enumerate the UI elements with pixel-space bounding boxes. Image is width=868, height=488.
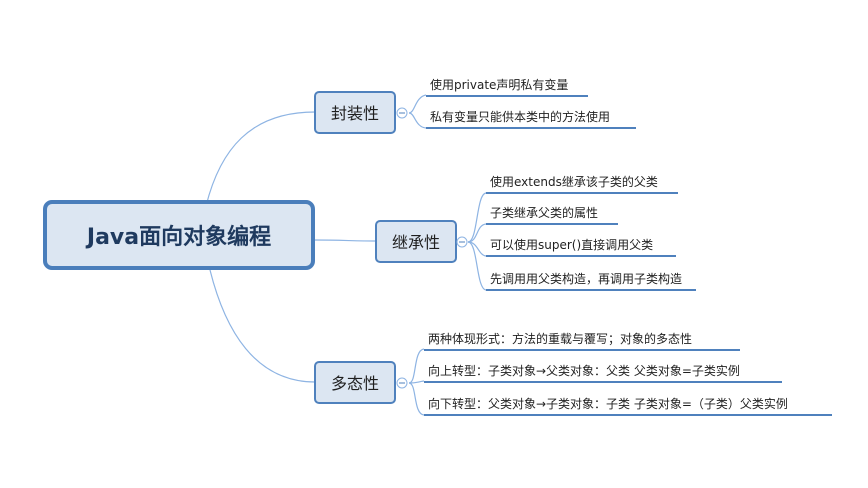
leaf-text: 使用private声明私有变量 — [430, 77, 568, 92]
root-connectors — [205, 111, 377, 383]
connector-poly-leaf-3 — [408, 382, 425, 416]
collapse-toggle-inheritance[interactable] — [456, 236, 468, 248]
leaf-encap-2[interactable]: 私有变量只能供本类中的方法使用 — [426, 109, 636, 129]
leaf-text: 私有变量只能供本类中的方法使用 — [430, 109, 610, 124]
collapse-toggle-encapsulation[interactable] — [396, 107, 408, 119]
leaf-inherit-1[interactable]: 使用extends继承该子类的父类 — [486, 174, 678, 194]
leaf-text: 向上转型：子类对象→父类对象：父类 父类对象=子类实例 — [428, 363, 740, 378]
leaf-inherit-2[interactable]: 子类继承父类的属性 — [486, 205, 618, 225]
branch-node-encapsulation[interactable]: 封装性 — [314, 91, 396, 134]
connector-poly-leaf-1 — [408, 348, 425, 384]
connector-inherit-leaf-2 — [467, 223, 487, 243]
leaf-inherit-3[interactable]: 可以使用super()直接调用父类 — [486, 237, 676, 257]
branch-label-polymorphism: 多态性 — [331, 374, 379, 393]
connector-root-encapsulation — [205, 111, 316, 207]
branch-node-inheritance[interactable]: 继承性 — [375, 220, 457, 263]
connector-inherit-leaf-4 — [467, 241, 487, 291]
leaf-inherit-4[interactable]: 先调用用父类构造，再调用子类构造 — [486, 271, 696, 291]
connector-encap-leaf-1 — [408, 94, 427, 114]
branch-node-polymorphism[interactable]: 多态性 — [314, 361, 396, 404]
leaf-text: 两种体现形式：方法的重载与覆写；对象的多态性 — [428, 331, 692, 346]
leaf-poly-2[interactable]: 向上转型：子类对象→父类对象：父类 父类对象=子类实例 — [424, 363, 782, 383]
branch-label-encapsulation: 封装性 — [331, 104, 379, 123]
leaf-text: 先调用用父类构造，再调用子类构造 — [490, 271, 682, 286]
leaf-poly-1[interactable]: 两种体现形式：方法的重载与覆写；对象的多态性 — [424, 331, 740, 351]
leaf-connectors — [408, 94, 487, 416]
leaf-encap-1[interactable]: 使用private声明私有变量 — [426, 77, 588, 97]
connector-encap-leaf-2 — [408, 112, 427, 129]
root-node-label: Java面向对象编程 — [85, 224, 271, 250]
root-node[interactable]: Java面向对象编程 — [43, 200, 315, 270]
leaf-text: 向下转型：父类对象→子类对象：子类 子类对象=（子类）父类实例 — [428, 396, 788, 411]
connector-root-polymorphism — [209, 269, 316, 383]
connector-root-inheritance — [313, 239, 377, 242]
leaf-text: 可以使用super()直接调用父类 — [490, 237, 653, 252]
collapse-toggle-polymorphism[interactable] — [396, 377, 408, 389]
leaf-poly-3[interactable]: 向下转型：父类对象→子类对象：子类 子类对象=（子类）父类实例 — [424, 396, 832, 416]
branch-label-inheritance: 继承性 — [392, 233, 440, 252]
connector-inherit-leaf-1 — [467, 192, 487, 243]
leaf-text: 子类继承父类的属性 — [490, 205, 598, 220]
leaf-text: 使用extends继承该子类的父类 — [490, 174, 658, 189]
